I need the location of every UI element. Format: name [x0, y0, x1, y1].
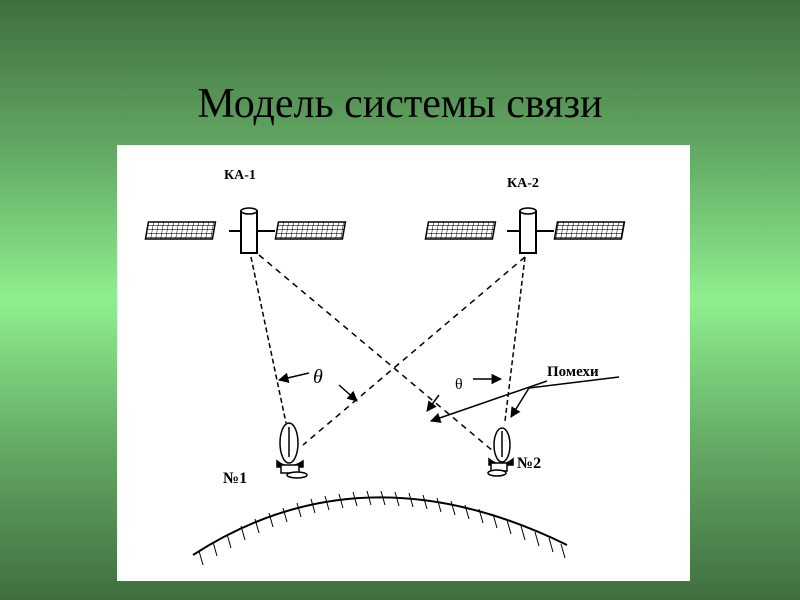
communication-model-figure: КА-1 КА-2 θ θ: [117, 145, 690, 581]
angle-1-arrow-right: [338, 384, 358, 402]
angle-symbol-2: θ: [455, 376, 463, 393]
link-ka2-station2: [504, 256, 526, 422]
interference-label: Помехи: [547, 364, 599, 380]
slide-title: Модель системы связи: [197, 81, 603, 127]
link-ka2-station1: [302, 256, 526, 446]
diagram-canvas: КА-1 КА-2 θ θ: [144, 168, 626, 566]
link-ka1-station1: [250, 256, 287, 424]
satellite-1-label: КА-1: [224, 168, 256, 183]
satellite-2-icon: [424, 207, 626, 254]
station-1-label: №1: [223, 470, 247, 487]
satellite-2-label: КА-2: [507, 176, 539, 191]
ground-station-2-icon: [487, 427, 514, 477]
interference-arrow-1: [430, 380, 548, 423]
angle-symbol-1: θ: [313, 366, 323, 388]
earth-hatching: [198, 490, 566, 566]
interference-arrow-2: [510, 387, 530, 418]
ground-station-1-icon: [276, 422, 308, 479]
station-2-label: №2: [517, 455, 541, 472]
satellite-1-icon: [144, 207, 347, 254]
interference-leader: [528, 376, 620, 389]
angle-1-arrow-left: [277, 372, 310, 383]
earth-surface-arc: [192, 496, 568, 556]
link-ka1-station2: [258, 254, 494, 452]
angle-2-arrow-left: [426, 394, 440, 412]
